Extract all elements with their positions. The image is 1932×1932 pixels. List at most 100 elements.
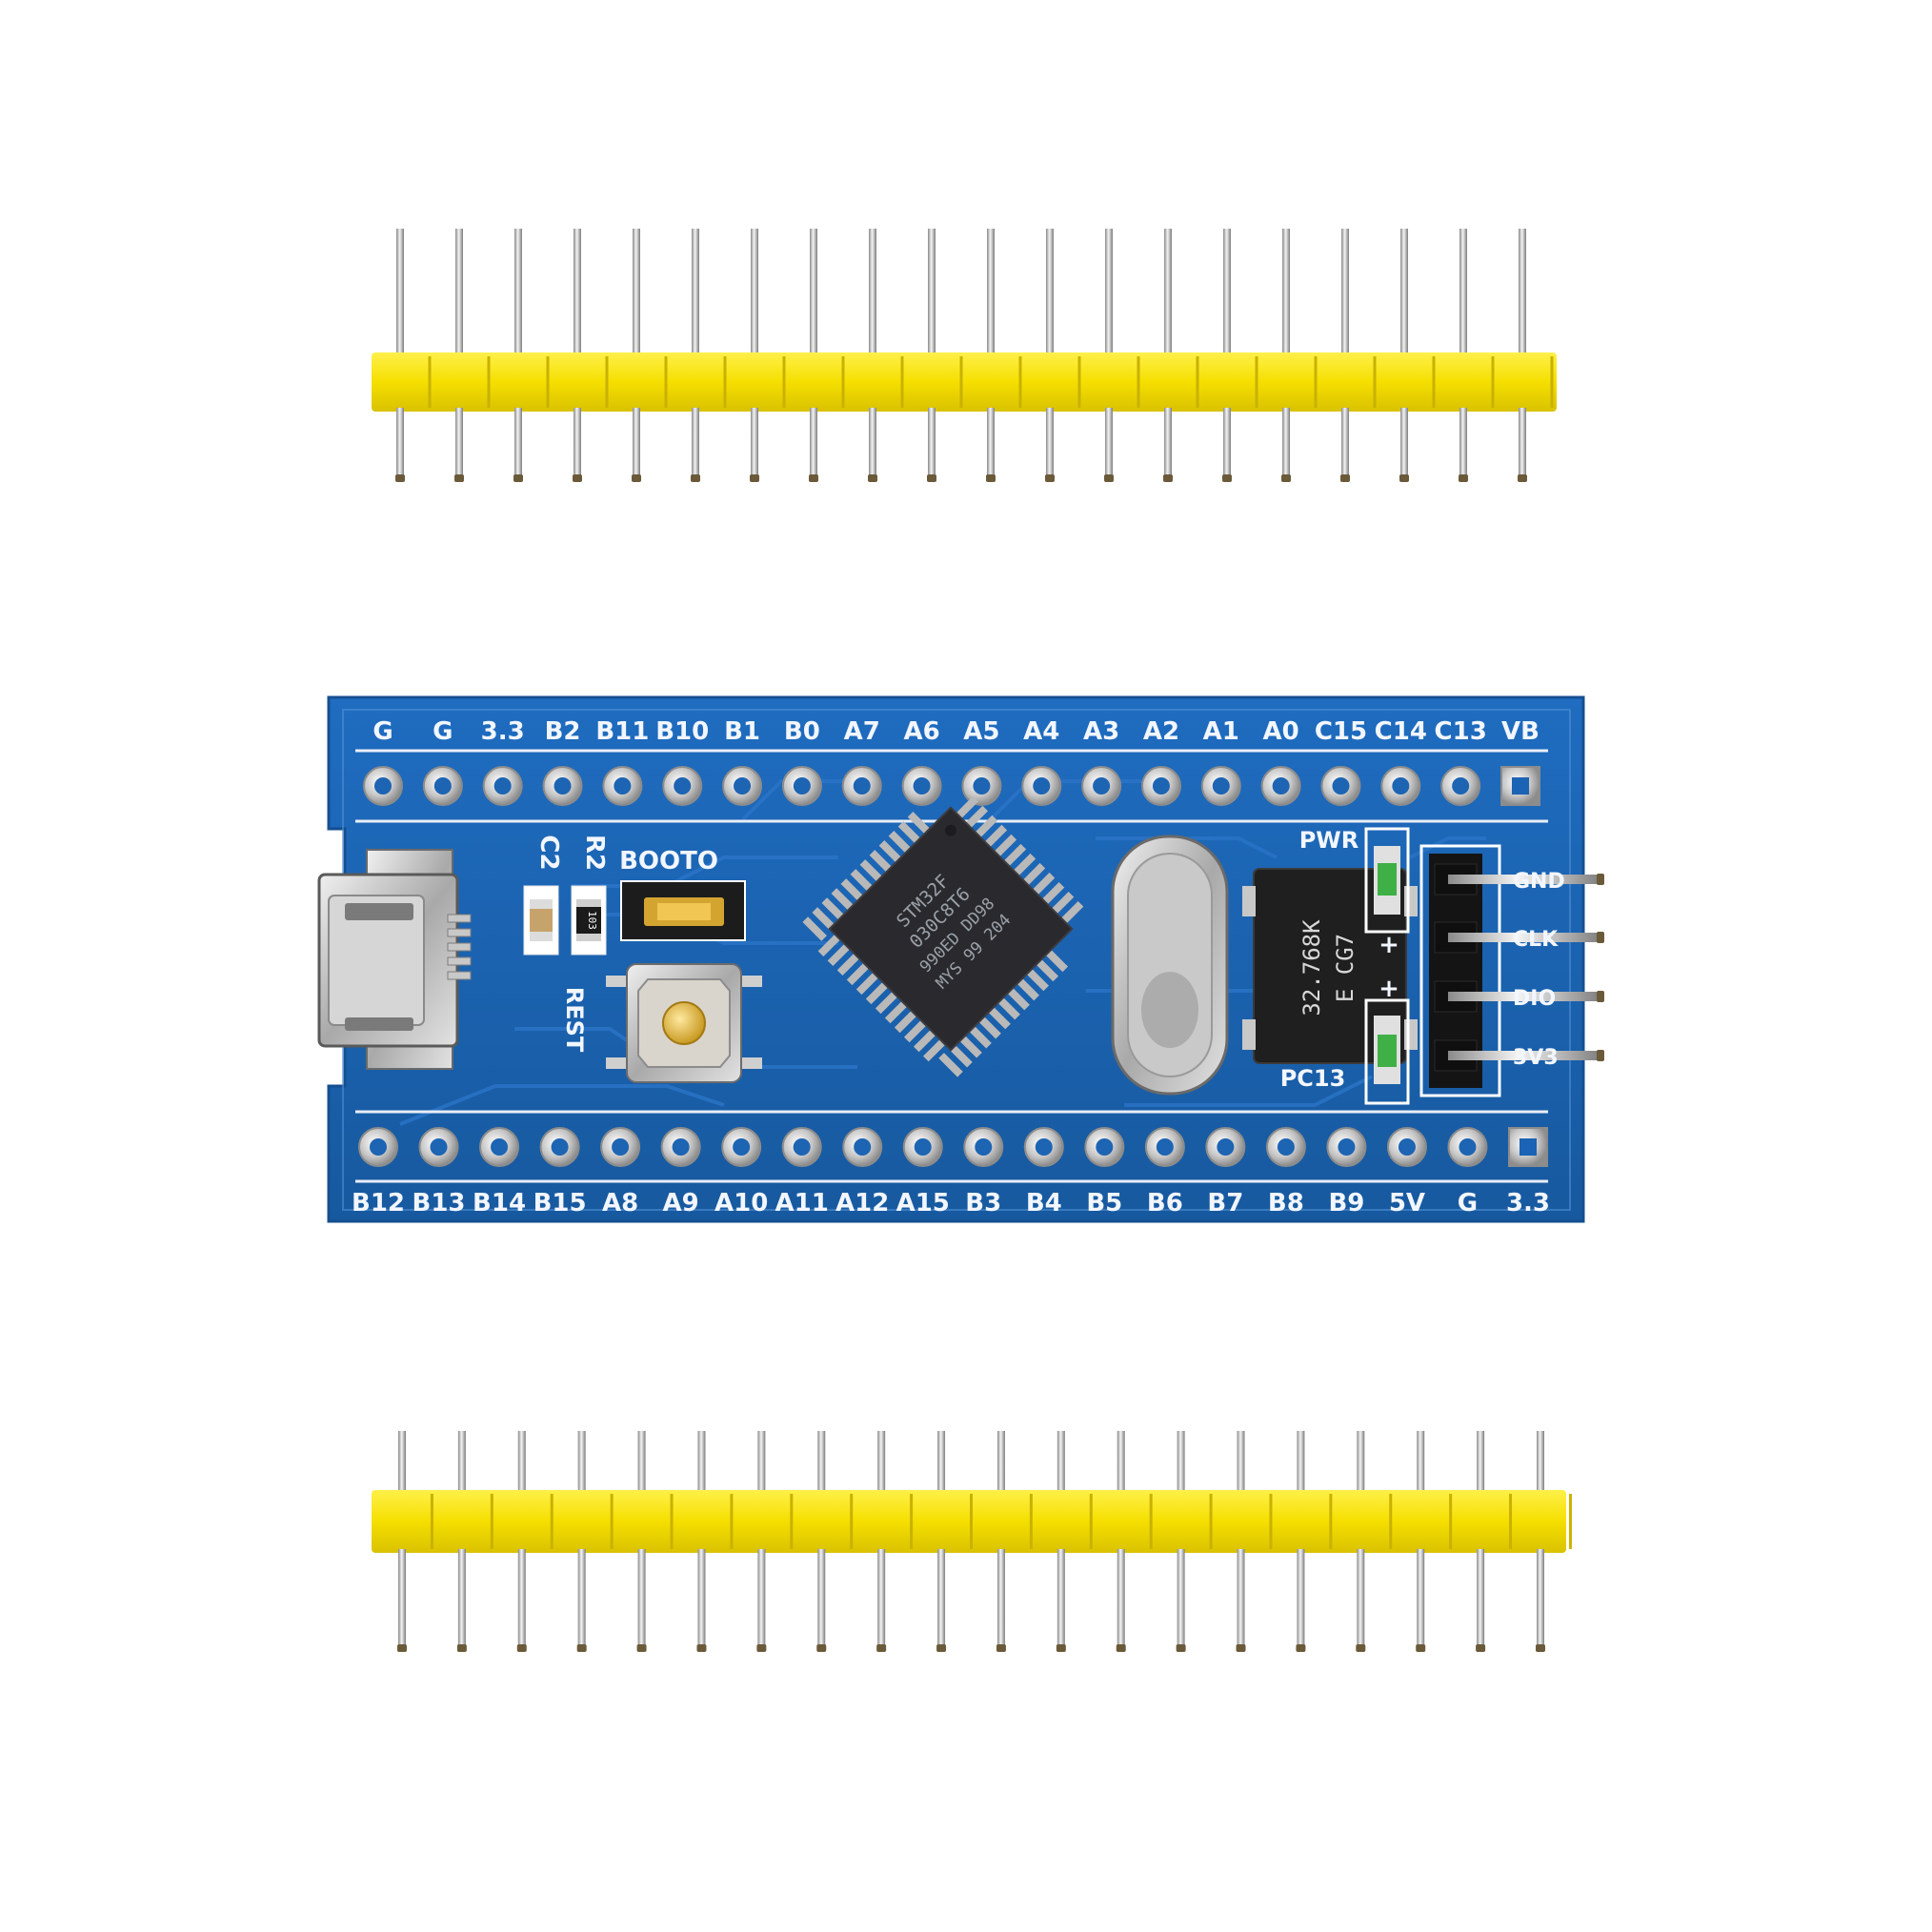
pin-label: G (1458, 1189, 1478, 1218)
header-pin (987, 408, 995, 480)
header-pin (1177, 1431, 1185, 1494)
pad-hole (1152, 777, 1170, 795)
header-pin (1057, 1431, 1065, 1494)
chip-leg (903, 1017, 929, 1043)
chip-leg (855, 970, 881, 996)
pin-label: A4 (1023, 717, 1059, 746)
header-pin (1519, 229, 1526, 356)
main-crystal (1111, 835, 1229, 1096)
stm32-microcontroller: STM32F 030C8T6 990ED DD98 MYS 99 204 (802, 795, 1084, 1077)
header-pin-tip (632, 474, 641, 482)
chip-leg (967, 1024, 992, 1049)
chip-leg (938, 1053, 963, 1077)
pin-label: B2 (545, 717, 581, 746)
header-pin (1357, 1549, 1365, 1650)
header-pin-tip (696, 1644, 707, 1652)
reset-button-cap[interactable] (662, 1001, 706, 1045)
pin-label: B12 (352, 1189, 405, 1218)
chip-leg (875, 989, 900, 1015)
pin-label: A1 (1203, 717, 1239, 746)
pin-label: B9 (1328, 1189, 1364, 1218)
chip-leg (897, 820, 923, 846)
pin-label: B15 (533, 1189, 587, 1218)
boot0-jumper[interactable] (620, 880, 746, 941)
pad-hole (914, 1138, 932, 1156)
debug-pin-label: GND (1513, 870, 1565, 894)
header-pin (1357, 1431, 1365, 1494)
pin-label: A2 (1143, 717, 1179, 746)
pad-hole (614, 777, 632, 795)
resistor-code: 103 (586, 911, 598, 930)
reset-button[interactable] (606, 963, 762, 1083)
header-pin (514, 408, 522, 480)
header-pin (1057, 1549, 1065, 1650)
pad-hole (1035, 1138, 1053, 1156)
pin-header-top (372, 229, 1557, 482)
header-pin-tip (996, 1644, 1006, 1652)
header-pin (1417, 1431, 1425, 1494)
chip-leg (1030, 872, 1056, 897)
header-pin-tip (986, 474, 996, 482)
header-pin-tip (1340, 474, 1350, 482)
header-pin (1477, 1431, 1485, 1494)
header-pin-tip (573, 474, 582, 482)
header-pin (1297, 1549, 1305, 1650)
pad-hole (854, 1138, 872, 1156)
debug-pin (1448, 933, 1602, 942)
header-pin-tip (1222, 474, 1232, 482)
header-pin (457, 1431, 466, 1494)
pad-hole (374, 777, 392, 795)
pin-label: B11 (595, 717, 649, 746)
header-pin (869, 408, 876, 480)
header-pin-tip (1236, 1644, 1246, 1652)
rtc-crystal-marking-1: 32.768K (1298, 919, 1325, 1016)
chip-leg (986, 1004, 1011, 1030)
pad-hole (674, 777, 692, 795)
pin-label: C14 (1375, 717, 1427, 746)
header-pin (396, 408, 404, 480)
debug-pin-tip (1597, 874, 1604, 885)
pad-hole (1459, 1138, 1477, 1156)
pin-label: A3 (1083, 717, 1119, 746)
chip-leg (884, 998, 910, 1024)
micro-usb-connector (317, 849, 472, 1070)
chip-leg (957, 1034, 982, 1058)
header-pin (1046, 408, 1054, 480)
header-pin (751, 229, 758, 356)
chip-leg (865, 979, 891, 1005)
header-pin (817, 1431, 826, 1494)
chip-leg (982, 824, 1008, 850)
chip-leg (1005, 985, 1030, 1011)
header-pin (697, 1549, 706, 1650)
header-pin (514, 229, 522, 356)
header-pin (869, 229, 876, 356)
chip-leg (1058, 901, 1084, 926)
header-pin-tip (868, 474, 877, 482)
pin-label: B5 (1086, 1189, 1122, 1218)
chip-leg (923, 1036, 948, 1062)
header-pin (996, 1549, 1005, 1650)
pin-label: G (372, 717, 392, 746)
pad-hole (1156, 1138, 1174, 1156)
header-pin (517, 1549, 526, 1650)
chip-leg (1024, 966, 1049, 992)
header-pin (757, 1431, 766, 1494)
pad-hole (1332, 777, 1350, 795)
header-pin (810, 229, 817, 356)
chip-leg (1034, 956, 1059, 982)
pad-hole (793, 1138, 811, 1156)
header-pin (455, 408, 463, 480)
header-pin-tip (936, 1644, 947, 1652)
header-pin (1459, 408, 1467, 480)
pin-label: C13 (1435, 717, 1487, 746)
header-pin-tip (809, 474, 818, 482)
header-pin (455, 229, 463, 356)
pad-hole (1277, 1138, 1295, 1156)
capacitor-c2 (523, 885, 559, 956)
header-pin (1164, 229, 1172, 356)
header-pin (757, 1549, 766, 1650)
header-pin (697, 1431, 706, 1494)
pad-hole (1272, 777, 1290, 795)
pin-label: A10 (714, 1189, 768, 1218)
pin-header-bottom (372, 1431, 1572, 1652)
